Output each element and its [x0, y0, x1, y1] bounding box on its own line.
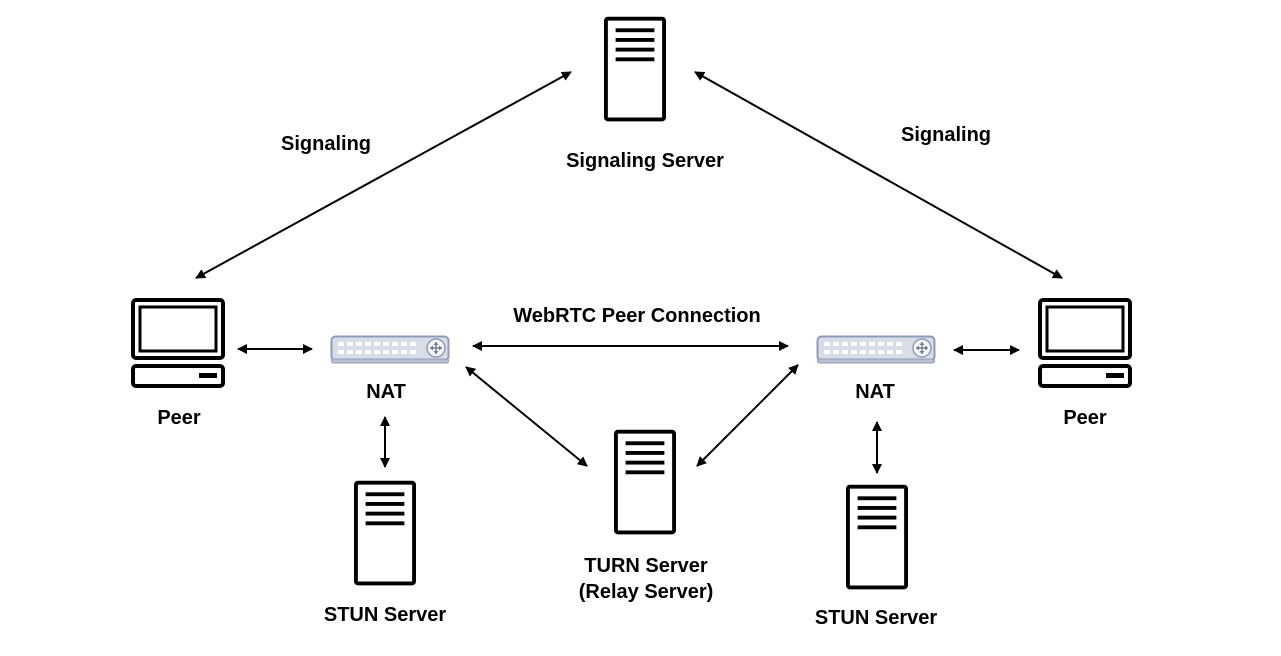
labels: Signaling Server Signaling Signaling Pee… [157, 124, 1107, 629]
turn-server-label: TURN Server [584, 555, 708, 577]
nat-right-turn-arrow [696, 364, 799, 467]
turn-server-sublabel: (Relay Server) [579, 581, 714, 603]
computer-icon [131, 298, 225, 388]
signaling-right-label: Signaling [901, 124, 991, 146]
signaling-left-label: Signaling [281, 133, 371, 155]
server-icon [846, 484, 908, 590]
computer-icon [1038, 298, 1132, 388]
signaling-right-arrow [694, 71, 1063, 279]
peer-left-label: Peer [157, 407, 201, 429]
nat-left-label: NAT [366, 381, 406, 403]
connector-arrows [195, 71, 1063, 474]
stun-server-right-label: STUN Server [815, 607, 937, 629]
signaling-server-label: Signaling Server [566, 150, 724, 172]
server-icon [604, 16, 666, 122]
server-icon [354, 480, 416, 586]
peer-right-label: Peer [1063, 407, 1107, 429]
webrtc-connection-label: WebRTC Peer Connection [513, 305, 760, 327]
server-icon [614, 429, 676, 535]
nat-left-turn-arrow [465, 366, 588, 467]
router-icon [330, 335, 450, 364]
nat-right-label: NAT [855, 381, 895, 403]
stun-server-left-label: STUN Server [324, 604, 446, 626]
signaling-left-arrow [195, 71, 572, 279]
router-icon [816, 335, 936, 364]
